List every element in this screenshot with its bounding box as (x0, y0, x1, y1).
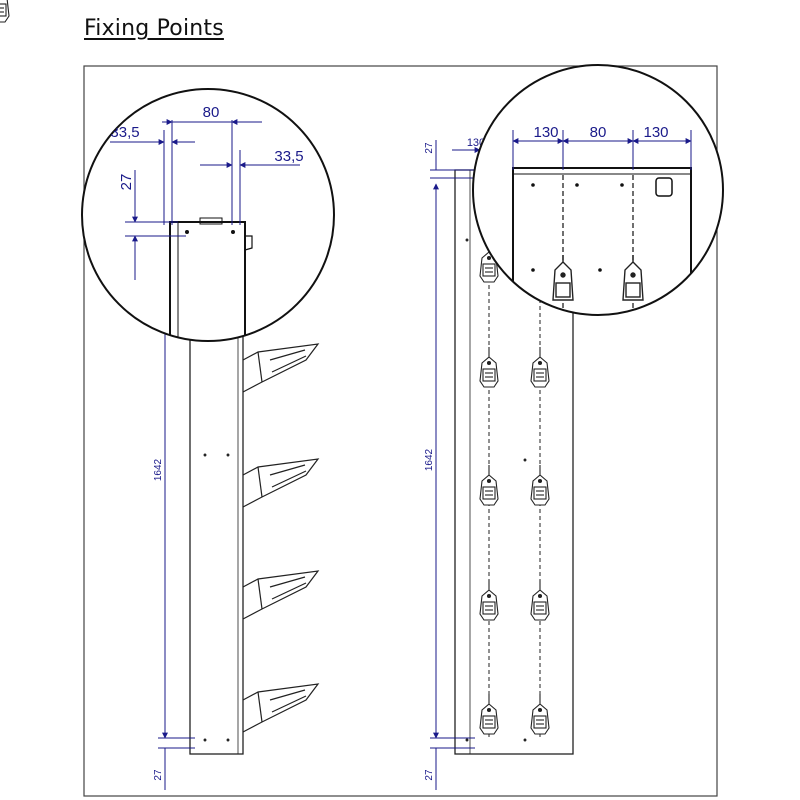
right-top-edge-label: 27 (424, 142, 435, 154)
right-detail-right-offset: 130 (643, 124, 668, 141)
left-height-label: 1642 (153, 458, 164, 481)
bracket-clip (479, 579, 499, 621)
right-detail-left-offset: 130 (533, 124, 558, 141)
left-detail-right-offset: 33,5 (274, 148, 303, 165)
bracket-clip (530, 346, 550, 388)
left-detail-spacing: 80 (203, 104, 220, 121)
right-detail-circle (472, 64, 724, 316)
hook-3 (242, 570, 320, 620)
drawing-frame (83, 65, 718, 797)
bracket-clip (479, 693, 499, 735)
left-detail-left-offset: 33,5 (110, 124, 139, 141)
right-height-label: 1642 (424, 448, 435, 471)
right-bottom-edge-label: 27 (424, 769, 435, 781)
left-detail-edge: 27 (118, 174, 135, 191)
hook-1 (242, 343, 320, 393)
right-detail-content: 130 80 130 (512, 124, 692, 315)
left-height-dimension (158, 319, 195, 790)
hook-4 (242, 683, 320, 733)
left-bottom-edge-label: 27 (153, 769, 164, 781)
bracket-clip (530, 464, 550, 506)
hook-2 (242, 458, 320, 508)
left-side-view (189, 311, 244, 755)
left-panel (189, 311, 244, 755)
bracket-clip (530, 579, 550, 621)
left-detail-content: 80 33,5 33,5 27 (110, 104, 304, 341)
page-title: Fixing Points (84, 16, 224, 41)
right-height-dimension (430, 140, 481, 790)
right-detail-spacing: 80 (590, 124, 607, 141)
bracket-clip (0, 0, 10, 23)
bracket-clip (479, 464, 499, 506)
left-detail-circle (81, 88, 335, 342)
bracket-clip (530, 693, 550, 735)
bracket-clip (479, 346, 499, 388)
